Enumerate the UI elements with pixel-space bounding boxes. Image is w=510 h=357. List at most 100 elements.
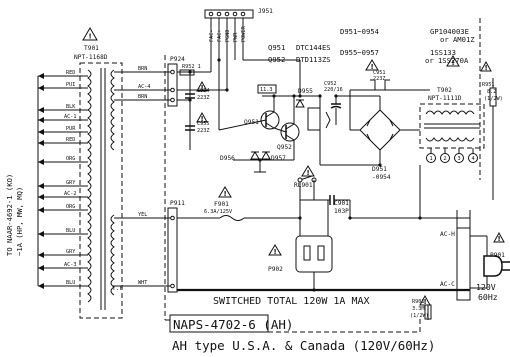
board-outline <box>164 18 481 333</box>
parts-part-4: DTD113ZS <box>296 55 331 64</box>
parts-ref-2: D955~0957 <box>340 48 379 57</box>
tap-label-2: PUI <box>66 82 75 88</box>
fuse-f901: F901 6.3A/125V <box>177 201 300 221</box>
r951-ref: R951 <box>482 82 495 88</box>
svg-text:!: ! <box>424 298 427 306</box>
j951-ref: J951 <box>258 8 273 15</box>
transformer-t901: T901 NPT-1168D T.F <box>74 45 123 319</box>
d955-label: D955 <box>298 88 313 95</box>
c951-val: 223Z <box>373 76 386 82</box>
warning-marks: ! ! ! ! ! ! ! ! ! ! ! <box>89 33 501 307</box>
f901-ref: F901 <box>214 201 229 208</box>
rl901-label: RL901 <box>294 182 313 189</box>
j951-pin-3: PGND <box>225 30 231 43</box>
q951-label: Q951 <box>244 119 259 126</box>
c952-val: 220/16 <box>324 87 343 93</box>
value-11-3: 11.3 <box>260 87 273 93</box>
bridge-rectifier: D951 -0954 <box>320 89 430 181</box>
j951-pin-4: PWR <box>233 32 239 42</box>
tap-label-11: BLU <box>66 228 75 234</box>
svg-text:!: ! <box>452 59 455 67</box>
board-name: NAPS-4702-6 (AH) <box>173 317 293 332</box>
transformer-tag: T.F <box>112 285 123 292</box>
c951-ref: C951 <box>373 70 386 76</box>
tap-label-14: BLU <box>66 280 75 286</box>
r901-rating: (1/2W) <box>410 313 429 319</box>
tap-label-10: ORG <box>66 204 75 210</box>
resistor-r901: R901 3.3M (1/2W) <box>410 299 432 320</box>
transistor-q952: Q952 <box>277 122 300 151</box>
svg-text:!: ! <box>371 63 374 71</box>
j951-pin-2: FAC+ <box>217 30 223 43</box>
wire-brn-1: BRN <box>138 66 147 72</box>
connector-j951: J951 FAC- FAC+ PGND PWR POWER <box>204 8 273 43</box>
wire-ac4: AC-4 <box>138 84 151 90</box>
svg-text:!: ! <box>89 33 92 41</box>
p924-ref: P924 <box>170 56 185 63</box>
side-label-line-2: ~1A (HP, MW, MQ) <box>15 187 24 256</box>
svg-text:!: ! <box>274 248 277 256</box>
board-name-box <box>169 314 269 333</box>
tap-label-12: GRY <box>66 249 76 255</box>
parts-part-2: 1SS133 <box>430 48 456 57</box>
side-label-line-1: TO NAAR-4692-1 (KO) <box>5 174 14 256</box>
j951-pin-1: FAC- <box>209 30 215 43</box>
connector-p911: P911 <box>167 200 185 293</box>
capacitor-c952: C952 220/16 <box>324 81 343 125</box>
svg-text:!: ! <box>307 169 310 177</box>
footer-note: AH type U.S.A. & Canada (120V/60Hz) <box>172 338 435 353</box>
tap-label-7: ORG <box>66 156 75 162</box>
t902-pin-1: 1 <box>430 156 433 162</box>
parts-ref-3: Q951 <box>268 43 285 52</box>
relay-rl901: RL901 <box>294 175 317 218</box>
r951-val: 8.2 <box>487 89 496 95</box>
ac-h-label: AC-H <box>440 231 455 238</box>
switched-note: SWITCHED TOTAL 120W 1A MAX <box>213 296 370 307</box>
parts-alt-1: or AM01Z <box>440 35 475 44</box>
transistor-q951: Q951 <box>244 110 280 130</box>
q952-label: Q952 <box>277 144 292 151</box>
outlet-p902: P902 <box>268 200 333 290</box>
r901-ref: R901 <box>412 299 425 305</box>
t901-part: NPT-1168D <box>74 54 108 61</box>
svg-text:!: ! <box>224 190 227 198</box>
diodes-d956-d957: D956 D957 <box>220 150 294 173</box>
connector-p924: P924 <box>167 56 185 107</box>
c901-val: 103P <box>334 208 349 215</box>
p901-label: P901 <box>490 252 505 259</box>
bridge-range: -0954 <box>372 174 391 181</box>
tap-label-4: AC-1 <box>64 114 77 120</box>
t902-pin-2: 2 <box>444 156 447 162</box>
warning-icons <box>82 27 505 306</box>
wire-brn-2: BRN <box>138 94 147 100</box>
f901-rating: 6.3A/125V <box>204 209 232 215</box>
parts-alt-2: or 1SS270A <box>425 56 469 65</box>
tap-label-9: AC-2 <box>64 191 77 197</box>
c954-val: 223Z <box>197 95 210 101</box>
plug-p901: P901 <box>483 252 510 277</box>
resistor-r951: R951 8.2 (1/2W) <box>482 78 503 200</box>
capacitor-c951: C951 223Z <box>370 70 390 90</box>
c955-ref: C955 <box>197 121 210 127</box>
mains-voltage: 120V <box>476 282 496 292</box>
wire-wht: WHT <box>138 280 147 286</box>
capacitor-c955: C955 223Z <box>185 121 210 134</box>
c955-val: 223Z <box>197 128 210 134</box>
diode-d955: D955 <box>295 88 313 108</box>
j951-pin-5: POWER <box>241 26 247 42</box>
tap-label-3: BLK <box>66 104 76 110</box>
capacitor-c901: C901 103P <box>300 195 350 215</box>
svg-text:!: ! <box>201 115 204 123</box>
svg-text:!: ! <box>485 64 488 72</box>
t902-pin-4: 4 <box>472 156 475 162</box>
tap-label-5: PUR <box>66 126 76 132</box>
parts-ref-1: D951~0954 <box>340 27 379 36</box>
svg-text:!: ! <box>201 84 204 92</box>
svg-text:!: ! <box>498 235 501 243</box>
p902-label: P902 <box>268 266 283 273</box>
ac-c-label: AC-C <box>440 281 455 288</box>
mains-frequency: 60Hz <box>478 292 498 302</box>
parts-ref-4: Q952 <box>268 55 285 64</box>
